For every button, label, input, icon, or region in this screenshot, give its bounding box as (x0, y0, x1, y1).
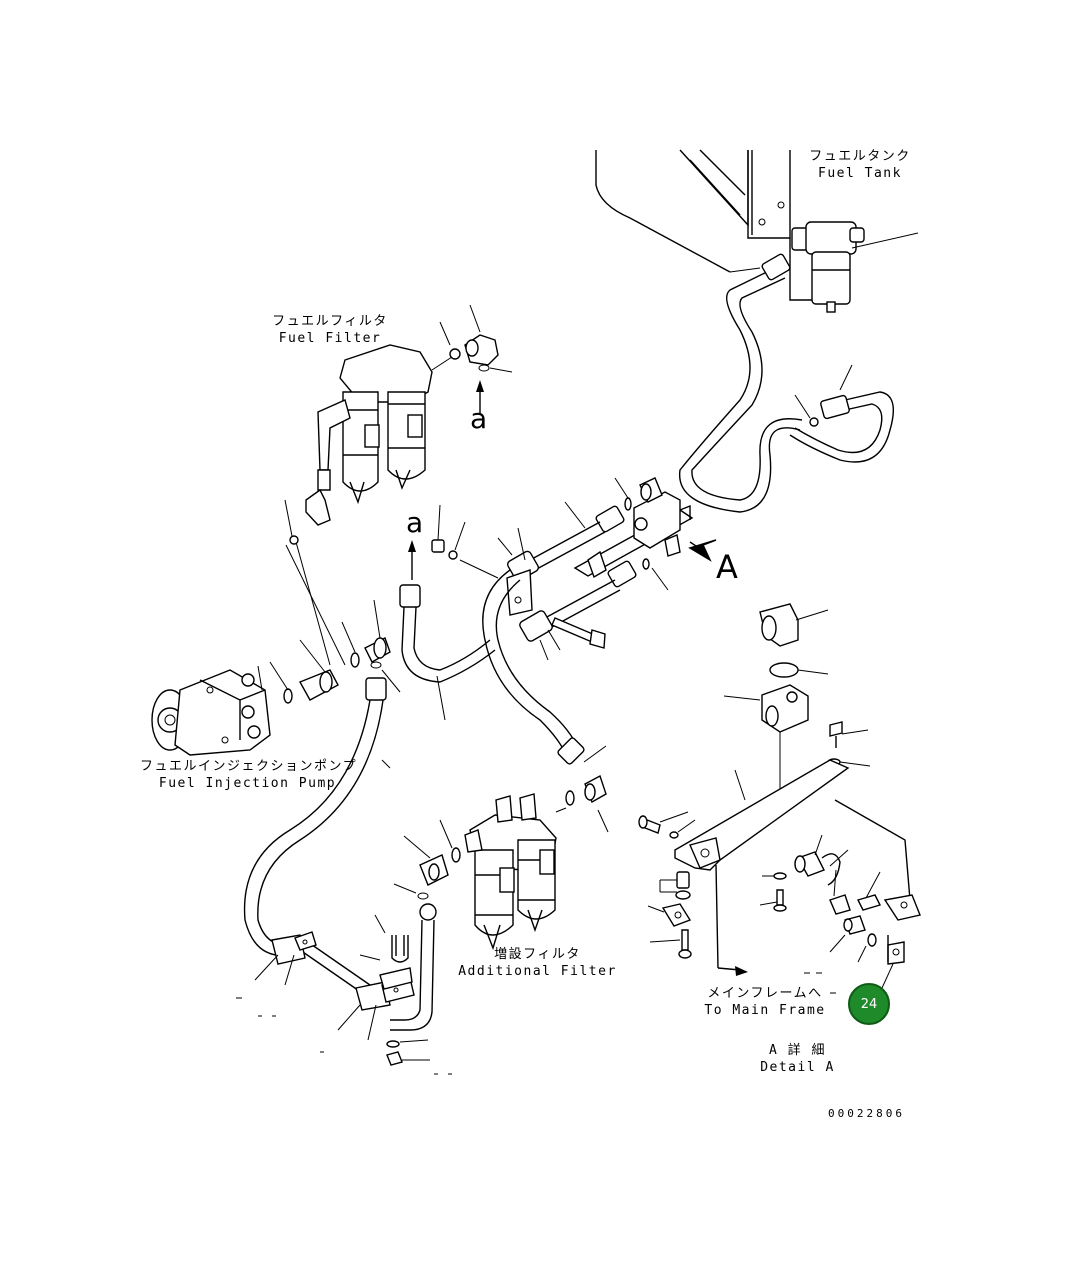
main-frame-label-jp: メインフレームへ (707, 986, 823, 1001)
fuel-filter-label: フュエルフィルタ Fuel Filter (265, 313, 395, 347)
nut-washer-a (431, 504, 499, 579)
return-hose (789, 364, 894, 463)
fuel-tank-label: フュエルタンク Fuel Tank (805, 148, 915, 182)
detail-a (723, 603, 871, 810)
document-number: 00022806 (828, 1107, 905, 1120)
fuel-injection-pump (151, 665, 271, 756)
tank-hose (679, 253, 803, 513)
hose-to-a (399, 540, 496, 721)
lower-hose (243, 677, 391, 996)
marker-view-a: A (716, 548, 738, 586)
detail-a-bracket (674, 759, 911, 976)
additional-filter-label-jp: 増設フィルタ (494, 947, 581, 962)
additional-filter-label: 増設フィルタ Additional Filter (455, 946, 620, 980)
manifold-block (573, 477, 694, 579)
pump-fittings (269, 599, 401, 704)
marker-a-upper: a (406, 506, 424, 539)
fuel-filter-label-en: Fuel Filter (278, 331, 382, 346)
bracket-bolt (506, 569, 606, 649)
filter-pump-lines (284, 499, 346, 666)
view-a-arrow (688, 539, 717, 562)
detail-a-label-en: Detail A (760, 1060, 835, 1075)
detail-a-bolts (638, 811, 787, 959)
detail-a-clamps (794, 834, 921, 989)
long-hose (482, 569, 607, 765)
marker-a-lower: a (470, 402, 488, 435)
additional-filter-label-en: Additional Filter (458, 964, 617, 979)
fuel-filter (305, 304, 513, 526)
tank-outlet-valve (791, 221, 919, 313)
fuel-tank-label-jp: フュエルタンク (809, 149, 911, 164)
main-frame-label: メインフレームへ To Main Frame (698, 985, 832, 1019)
injection-pump-label-jp: フュエルインジェクションポンプ (140, 759, 358, 774)
stray-ticks (236, 972, 836, 1075)
additional-filter (464, 774, 609, 951)
detail-a-label: A 詳 細 Detail A (750, 1042, 845, 1076)
callout-24-number: 24 (860, 996, 878, 1012)
injection-pump-label-en: Fuel Injection Pump (158, 776, 337, 791)
fuel-filter-label-jp: フュエルフィルタ (272, 314, 388, 329)
lower-clamps (254, 931, 415, 1041)
u-bolt-bracket (359, 914, 413, 990)
main-frame-label-en: To Main Frame (704, 1003, 826, 1018)
fuel-tank-label-en: Fuel Tank (818, 166, 902, 181)
injection-pump-label: フュエルインジェクションポンプ Fuel Injection Pump (140, 758, 358, 792)
vertical-pipe (386, 903, 437, 1066)
fuel-tank (595, 149, 812, 301)
callout-24[interactable]: 24 (848, 983, 890, 1025)
detail-a-label-jp: A 詳 細 (769, 1043, 826, 1058)
additional-filter-fittings (393, 819, 461, 900)
